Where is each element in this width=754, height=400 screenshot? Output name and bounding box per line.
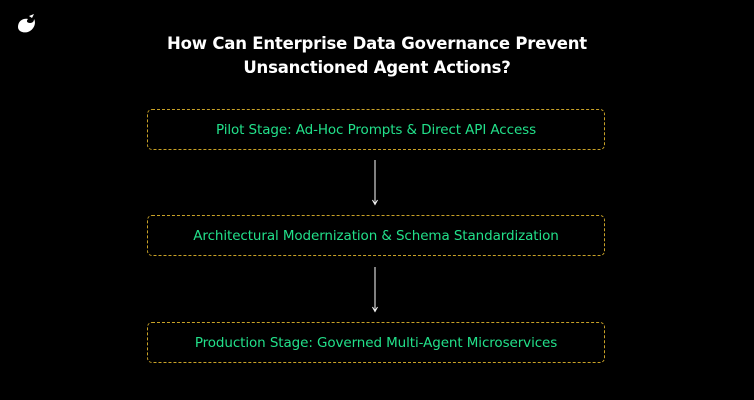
stage-label-pilot: Pilot Stage: Ad-Hoc Prompts & Direct API… [215, 121, 537, 138]
stage-box-modernization: Architectural Modernization & Schema Sta… [147, 215, 605, 256]
diagram-title-line-2: Unsanctioned Agent Actions? [243, 58, 511, 77]
arrow-down-icon [372, 160, 378, 206]
stage-label-production: Production Stage: Governed Multi-Agent M… [194, 334, 558, 351]
stage-label-modernization: Architectural Modernization & Schema Sta… [193, 227, 559, 244]
stage-box-production: Production Stage: Governed Multi-Agent M… [147, 322, 605, 363]
brand-logo-icon [18, 14, 35, 33]
diagram-title-line-1: How Can Enterprise Data Governance Preve… [167, 34, 587, 53]
arrow-down-icon [372, 267, 378, 313]
stage-box-pilot: Pilot Stage: Ad-Hoc Prompts & Direct API… [147, 109, 605, 150]
